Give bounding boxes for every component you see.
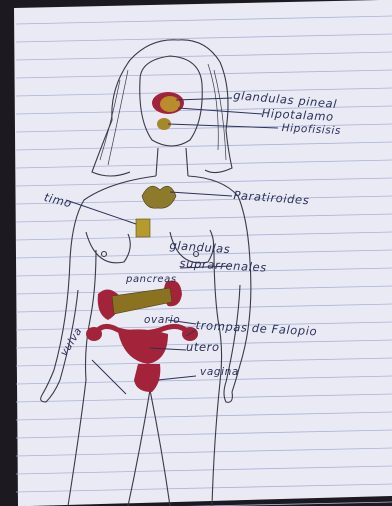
label-utero: utero [186,340,220,354]
label-vagina: vagina [200,366,239,378]
label-ovario: ovario [144,314,180,326]
label-pancreas: pancreas [126,274,177,285]
hipotalamo-gland [160,96,180,112]
timo-gland [136,219,150,237]
left-ovary [86,327,102,341]
